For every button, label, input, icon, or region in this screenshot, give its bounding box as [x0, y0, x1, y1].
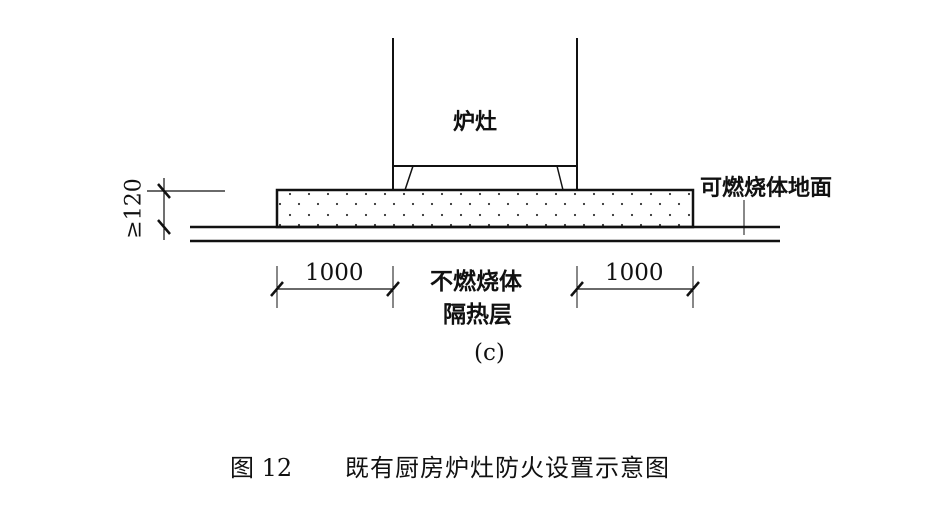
stove-left-leg — [404, 165, 414, 191]
combustible-floor-label: 可燃烧体地面 — [700, 176, 833, 201]
thickness-tick-bottom — [157, 219, 171, 235]
insulation-layer — [275, 188, 695, 229]
figure-number: 图 12 — [230, 454, 293, 482]
figure-caption: 既有厨房炉灶防火设置示意图 — [345, 454, 670, 482]
stove-right-leg — [556, 165, 564, 191]
thickness-tick-top — [157, 183, 171, 199]
subfigure-label: (c) — [474, 340, 505, 366]
right-dim-tick-2 — [686, 281, 700, 297]
insulation-label-line1: 不燃烧体 — [430, 269, 522, 295]
insulation-label-line2: 隔热层 — [443, 302, 512, 328]
left-dim-tick-1 — [270, 281, 284, 297]
thickness-dimension-label: ≥120 — [121, 178, 147, 239]
stove-label: 炉灶 — [453, 110, 498, 135]
right-dim-tick-1 — [570, 281, 584, 297]
left-dim-tick-2 — [386, 281, 400, 297]
right-dimension-label: 1000 — [605, 260, 664, 286]
left-dimension-label: 1000 — [305, 260, 364, 286]
